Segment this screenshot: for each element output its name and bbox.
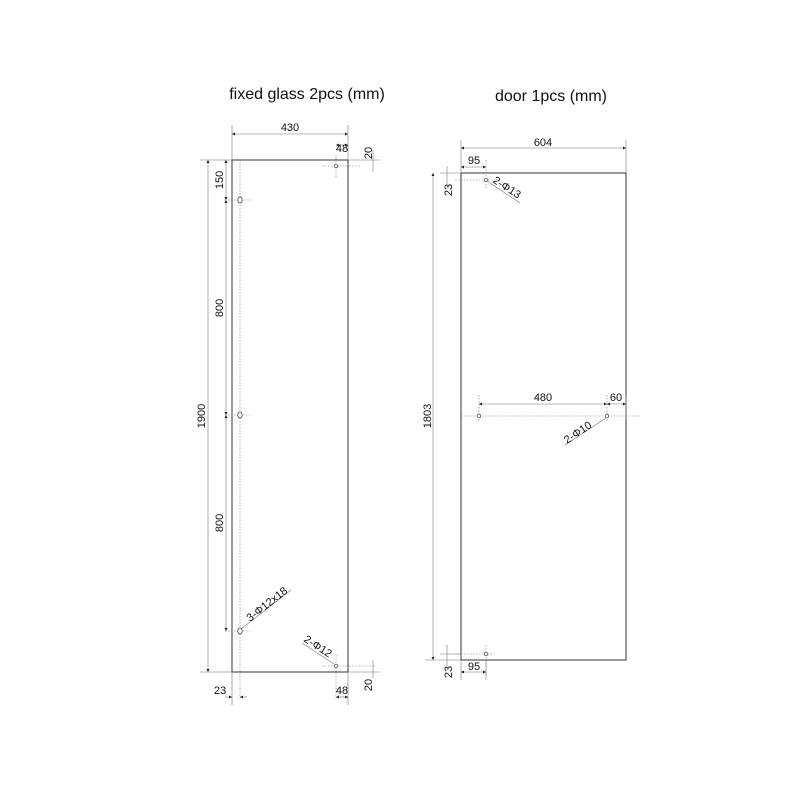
corner-hole-top <box>333 163 339 169</box>
hinge-hole-bottom <box>237 627 243 635</box>
door-dim-bottom-23: 23 <box>443 666 455 678</box>
hinge-holes-label: 3-Φ12x18 <box>244 585 290 624</box>
fixed-glass-outline <box>231 159 349 673</box>
dim-bottom-48: 48 <box>336 685 348 697</box>
fixed-glass-title: fixed glass 2pcs (mm) <box>229 86 385 103</box>
door-top-holes-label: 2-Φ13 <box>490 174 522 201</box>
dim-hinge-top: 150 <box>214 171 226 189</box>
door-dim-bottom-95: 95 <box>468 661 480 673</box>
dim-hinge-gap-2: 800 <box>214 514 226 532</box>
door-outline <box>460 172 627 661</box>
dim-height: 1900 <box>196 404 208 428</box>
corner-hole-bottom <box>333 663 339 669</box>
dim-hinge-gap-1: 800 <box>214 299 226 317</box>
door-dim-top-95: 95 <box>468 155 480 167</box>
door-title: door 1pcs (mm) <box>495 88 607 105</box>
door-dim-top-23: 23 <box>443 184 455 196</box>
handle-hole-left <box>476 413 482 419</box>
door-handle-holes-label: 2-Φ10 <box>562 419 594 446</box>
door-hole-bottom <box>483 651 489 657</box>
dim-top-48: 48 <box>336 143 348 155</box>
dim-bottom-20: 20 <box>363 679 375 691</box>
dim-bottom-23: 23 <box>214 685 226 697</box>
hinge-hole-top <box>237 196 243 204</box>
door-dim-height: 1803 <box>422 404 434 428</box>
door-panel: 604 95 23 2-Φ13 1803 480 60 2-Φ10 95 23 <box>422 137 640 680</box>
door-dim-width: 604 <box>534 137 552 149</box>
door-dim-handle-spacing: 480 <box>534 392 552 404</box>
dim-width: 430 <box>281 122 299 134</box>
handle-hole-right <box>604 413 610 419</box>
door-hole-top <box>483 177 489 183</box>
corner-holes-label: 2-Φ12 <box>301 633 333 660</box>
door-dim-handle-edge: 60 <box>610 392 622 404</box>
hinge-hole-middle <box>237 411 243 419</box>
fixed-glass-panel: 430 48 20 1900 150 800 800 3-Φ12x18 2-Φ1… <box>196 122 380 705</box>
dim-top-20: 20 <box>363 147 375 159</box>
